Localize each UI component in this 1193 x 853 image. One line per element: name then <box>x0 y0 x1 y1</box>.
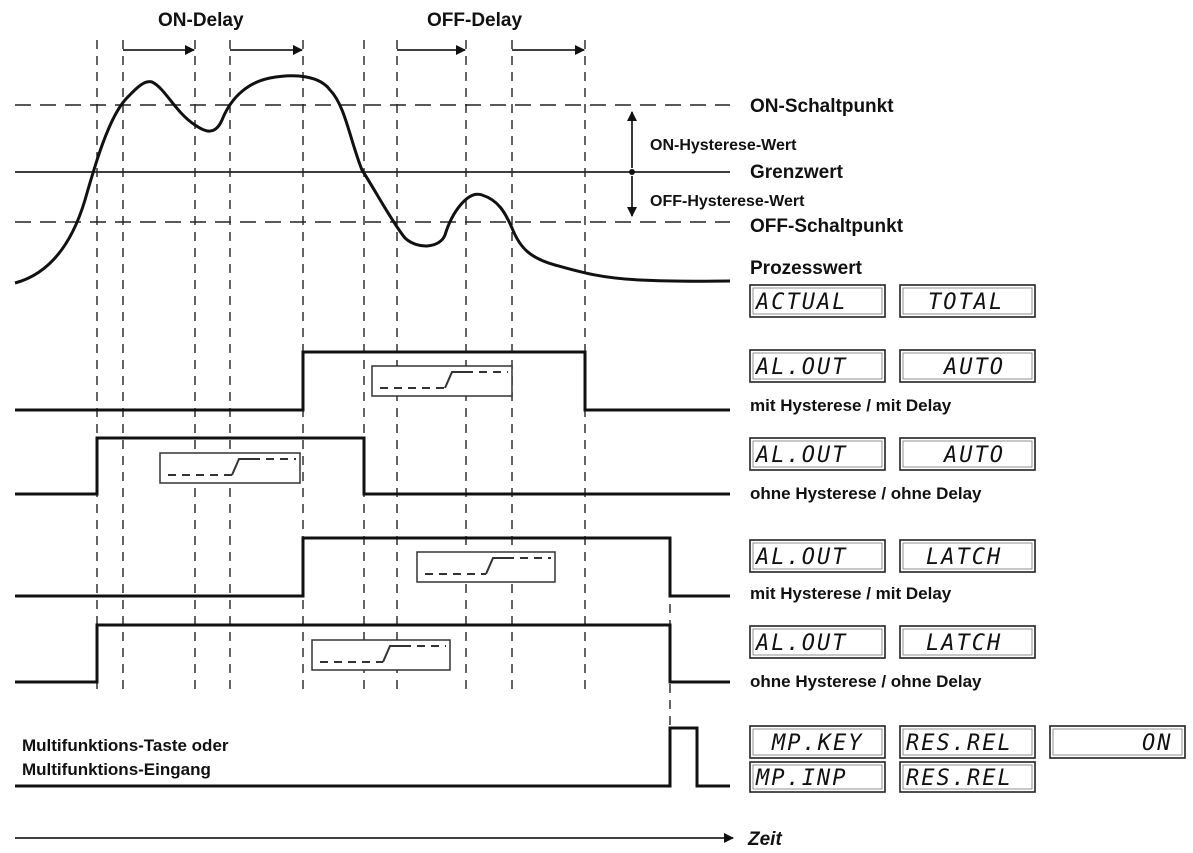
row2-display: AL.OUT AUTO <box>749 437 1036 471</box>
row4-display-left: AL.OUT <box>754 631 847 656</box>
row1-signal <box>15 350 730 412</box>
threshold-lines <box>15 104 730 223</box>
grenzwert-label: Grenzwert <box>750 162 844 183</box>
multi-inp-display-mid: RES.REL <box>906 766 1013 791</box>
prozesswert-label: Prozesswert <box>750 258 863 279</box>
multifunction-label-line2: Multifunktions-Eingang <box>22 760 211 779</box>
row1-caption: mit Hysterese / mit Delay <box>750 396 952 415</box>
row4-caption: ohne Hysterese / ohne Delay <box>750 672 982 691</box>
row3-display-left: AL.OUT <box>754 545 847 570</box>
row3-caption: mit Hysterese / mit Delay <box>750 584 952 603</box>
process-display-right: TOTAL <box>928 290 1004 315</box>
row3-display-right: LATCH <box>926 545 1002 570</box>
process-value-curve <box>14 74 731 285</box>
on-delay-label: ON-Delay <box>158 10 244 31</box>
row1-display: AL.OUT AUTO <box>749 349 1036 383</box>
row1-display-right: AUTO <box>942 355 1005 380</box>
multi-inp-display-left: MP.INP <box>755 766 847 791</box>
multifunction-label-line1: Multifunktions-Taste oder <box>22 736 229 755</box>
process-display-left: ACTUAL <box>754 290 847 315</box>
row4-display: AL.OUT LATCH <box>749 625 1036 659</box>
off-delay-label: OFF-Delay <box>427 10 522 31</box>
on-schaltpunkt-label: ON-Schaltpunkt <box>750 96 894 117</box>
row2-caption: ohne Hysterese / ohne Delay <box>750 484 982 503</box>
row3-display: AL.OUT LATCH <box>749 539 1036 573</box>
multi-key-display-mid: RES.REL <box>906 731 1013 756</box>
row2-signal <box>15 436 730 496</box>
row2-display-right: AUTO <box>942 443 1005 468</box>
row4-signal <box>15 623 730 684</box>
multifunction-signal <box>15 726 730 788</box>
multifunction-inp-display: MP.INP RES.REL <box>749 761 1036 793</box>
hysteresis-bracket <box>627 111 637 217</box>
row3-signal <box>15 536 730 598</box>
off-schaltpunkt-label: OFF-Schaltpunkt <box>750 216 904 237</box>
time-axis-label: Zeit <box>747 829 782 850</box>
multi-key-display-left: MP.KEY <box>771 731 863 756</box>
row2-display-left: AL.OUT <box>754 443 847 468</box>
multifunction-key-display: MP.KEY RES.REL ON <box>749 725 1186 759</box>
on-hysterese-label: ON-Hysterese-Wert <box>650 137 797 154</box>
off-hysterese-label: OFF-Hysterese-Wert <box>650 193 805 210</box>
multi-key-display-right: ON <box>1142 731 1173 756</box>
process-display: ACTUAL TOTAL <box>749 284 1036 318</box>
row1-display-left: AL.OUT <box>754 355 847 380</box>
row4-display-right: LATCH <box>926 631 1002 656</box>
